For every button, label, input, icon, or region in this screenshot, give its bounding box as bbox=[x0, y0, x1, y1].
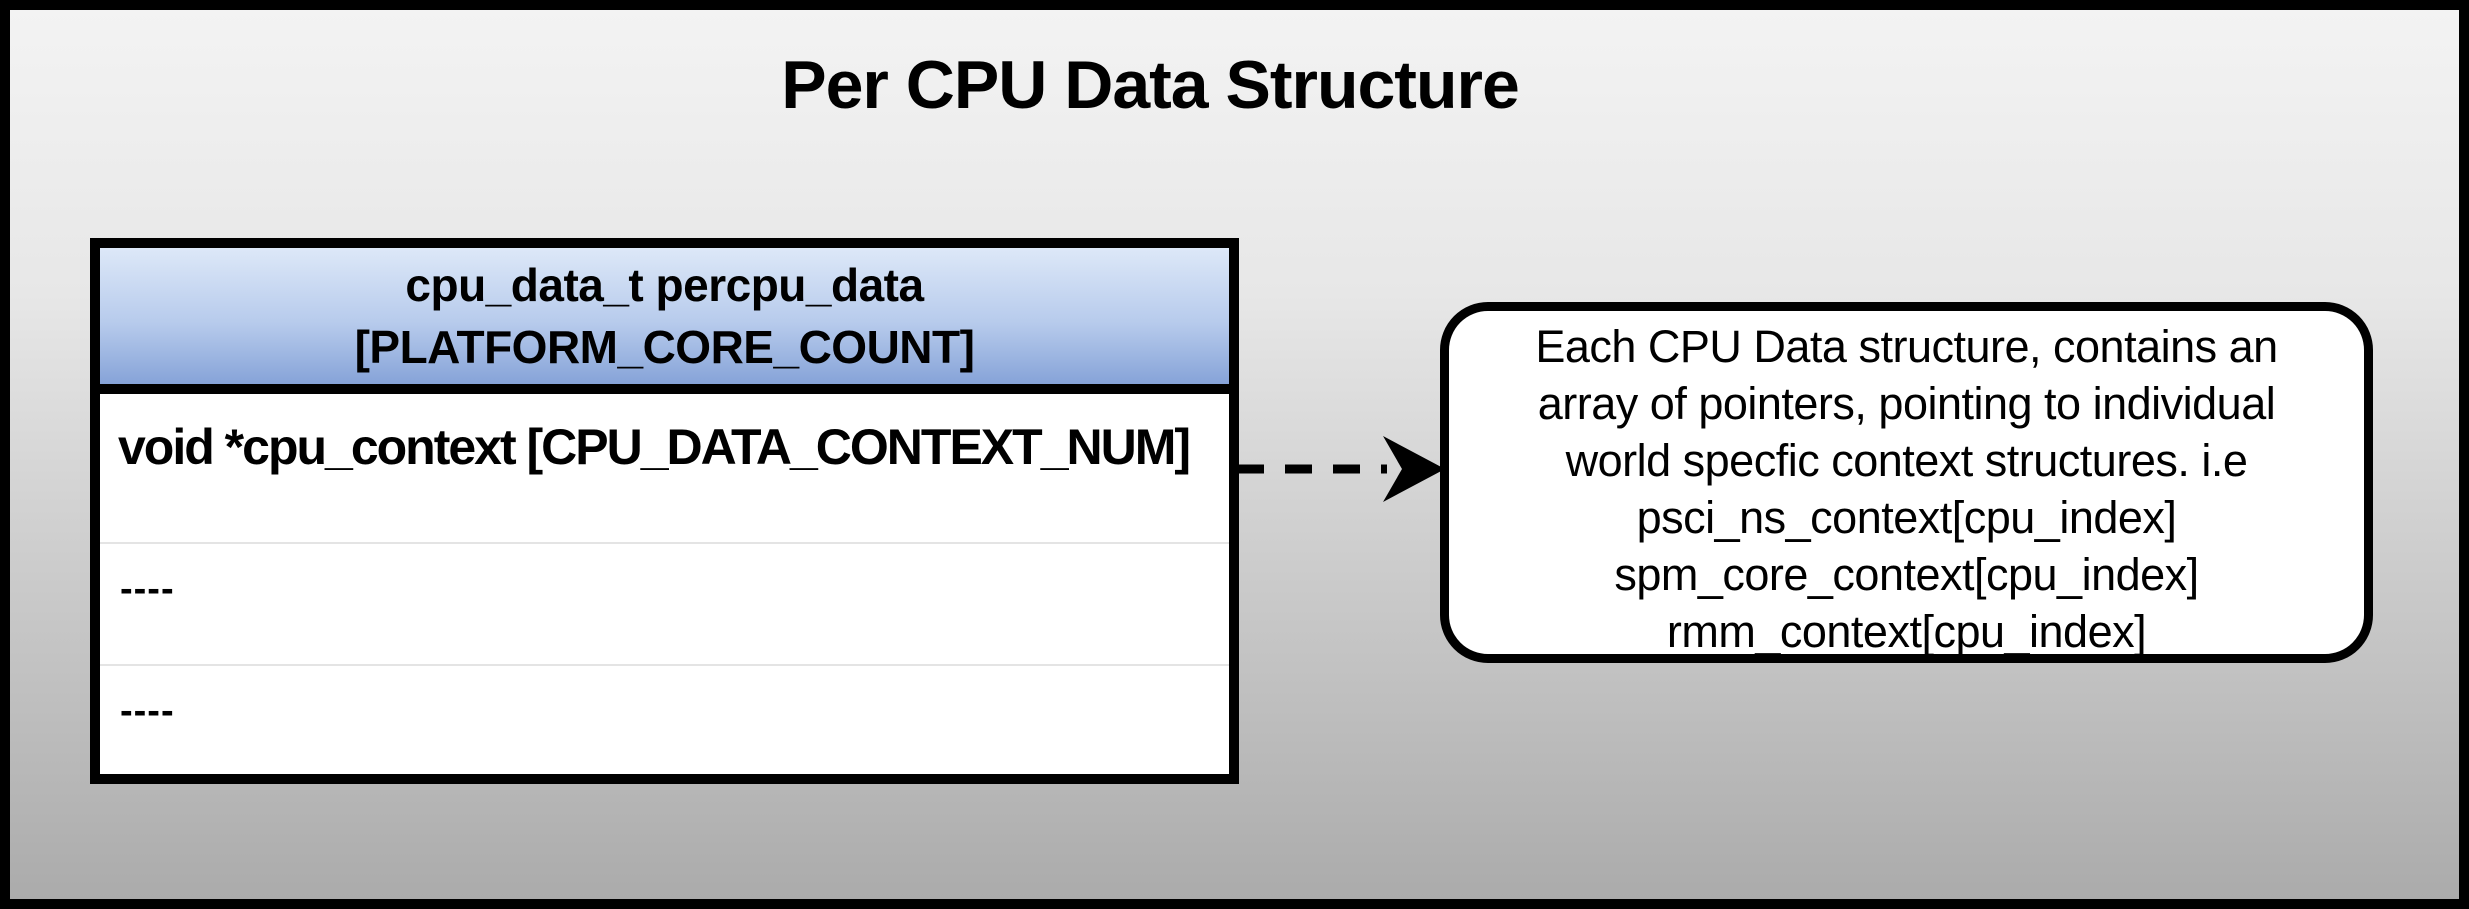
table-row-placeholder-2-label: ---- bbox=[120, 690, 175, 732]
table-header: cpu_data_t percpu_data [PLATFORM_CORE_CO… bbox=[100, 248, 1229, 394]
dashed-arrow-icon bbox=[1237, 436, 1445, 502]
table-header-line1: cpu_data_t percpu_data bbox=[405, 259, 924, 311]
table-row-placeholder-1: ---- bbox=[100, 542, 1229, 664]
annotation-line-5: spm_core_context[cpu_index] bbox=[1614, 549, 2199, 600]
table-row-placeholder-2: ---- bbox=[100, 664, 1229, 774]
annotation-line-4: psci_ns_context[cpu_index] bbox=[1636, 492, 2177, 543]
arrow-head bbox=[1383, 436, 1445, 502]
table-row-placeholder-1-label: ---- bbox=[120, 568, 175, 610]
cpu-data-table: cpu_data_t percpu_data [PLATFORM_CORE_CO… bbox=[90, 238, 1239, 784]
annotation-line-3: world specfic context structures. i.e bbox=[1565, 435, 2248, 486]
table-header-line2: [PLATFORM_CORE_COUNT] bbox=[354, 321, 975, 373]
annotation-line-6: rmm_context[cpu_index] bbox=[1666, 606, 2147, 657]
table-row-cpu-context: void *cpu_context [CPU_DATA_CONTEXT_NUM] bbox=[100, 394, 1229, 542]
diagram-title: Per CPU Data Structure bbox=[781, 47, 1520, 123]
annotation-line-1: Each CPU Data structure, contains an bbox=[1535, 321, 2278, 372]
table-row-cpu-context-label: void *cpu_context [CPU_DATA_CONTEXT_NUM] bbox=[118, 419, 1191, 475]
annotation-line-2: array of pointers, pointing to individua… bbox=[1537, 378, 2276, 429]
annotation-callout: Each CPU Data structure, contains an arr… bbox=[1440, 302, 2373, 663]
